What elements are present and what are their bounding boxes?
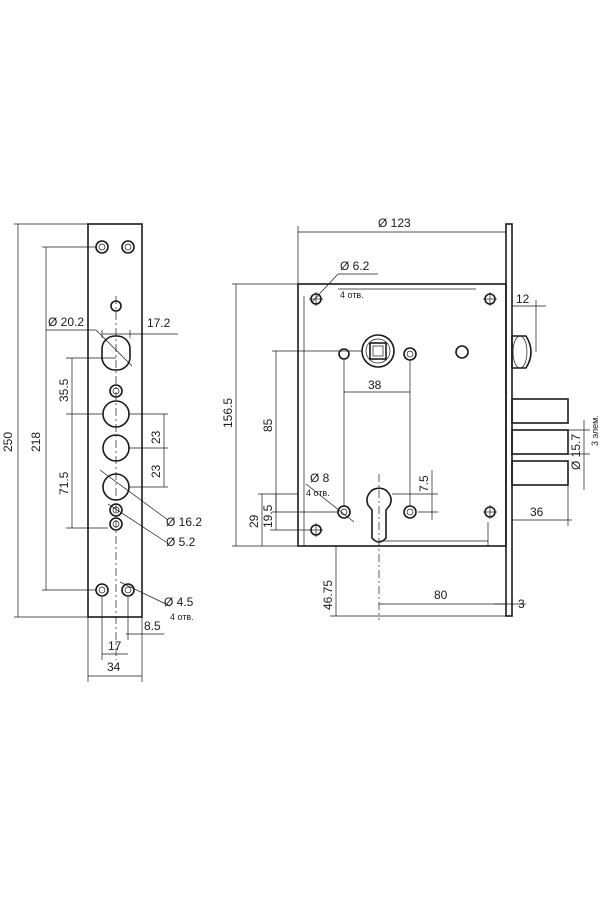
- cylinder-cutout: [366, 487, 392, 543]
- dim-29: 29: [247, 514, 261, 528]
- lock-body-view: Ø 123 Ø 6.2 4 отв. 12 156.5 85 38 Ø 8 4 …: [221, 216, 600, 620]
- dim-23-lower: 23: [149, 464, 163, 478]
- dim-dia-20-2: Ø 20.2: [48, 315, 84, 329]
- dim-8-5: 8.5: [144, 619, 161, 633]
- dim-width-17-2: 17.2: [147, 316, 171, 330]
- holes-note-mid: 4 отв.: [306, 488, 330, 498]
- deadbolts: [511, 398, 569, 486]
- dim-36: 36: [530, 505, 544, 519]
- faceplate: [87, 223, 143, 618]
- dim-80: 80: [434, 588, 448, 602]
- dim-17: 17: [108, 639, 122, 653]
- dim-dia-8: Ø 8: [310, 471, 330, 485]
- faceplate-view: 250 218 Ø 20.2 17.2 35.5 71.5 23 23: [1, 223, 202, 682]
- spindle-outer: [361, 334, 395, 368]
- dim-total-height: 250: [1, 432, 15, 452]
- cover-screws: [309, 292, 497, 537]
- dim-dia-15-7: Ø 15.7: [569, 434, 583, 470]
- top-mounting-holes: [95, 240, 135, 254]
- dim-71-5: 71.5: [57, 471, 71, 495]
- dim-19-5: 19.5: [261, 504, 275, 528]
- dim-dia-4-5: Ø 4.5: [164, 595, 194, 609]
- elements-note: 3 элем.: [590, 415, 600, 446]
- side-faceplate: [505, 223, 513, 617]
- dim-dia-16-2: Ø 16.2: [166, 515, 202, 529]
- latch: [511, 335, 532, 369]
- spindle-square: [369, 342, 387, 360]
- dim-7-5: 7.5: [417, 475, 431, 492]
- dim-23-upper: 23: [149, 430, 163, 444]
- dim-34: 34: [107, 660, 121, 674]
- dim-46-75: 46.75: [321, 580, 335, 610]
- dim-38: 38: [368, 378, 382, 392]
- dim-12: 12: [516, 292, 530, 306]
- dim-dia-5-2: Ø 5.2: [166, 535, 196, 549]
- dim-85: 85: [261, 418, 275, 432]
- dim-3: 3: [518, 597, 525, 611]
- holes-note-top: 4 отв.: [340, 290, 364, 300]
- dim-156-5: 156.5: [221, 398, 235, 428]
- lock-case: [297, 283, 507, 547]
- dim-dia-6-2: Ø 6.2: [340, 259, 370, 273]
- dim-35-5: 35.5: [57, 378, 71, 402]
- holes-note-left: 4 отв.: [170, 612, 194, 622]
- dim-hole-span: 218: [29, 432, 43, 452]
- dim-dia-123: Ø 123: [378, 216, 411, 230]
